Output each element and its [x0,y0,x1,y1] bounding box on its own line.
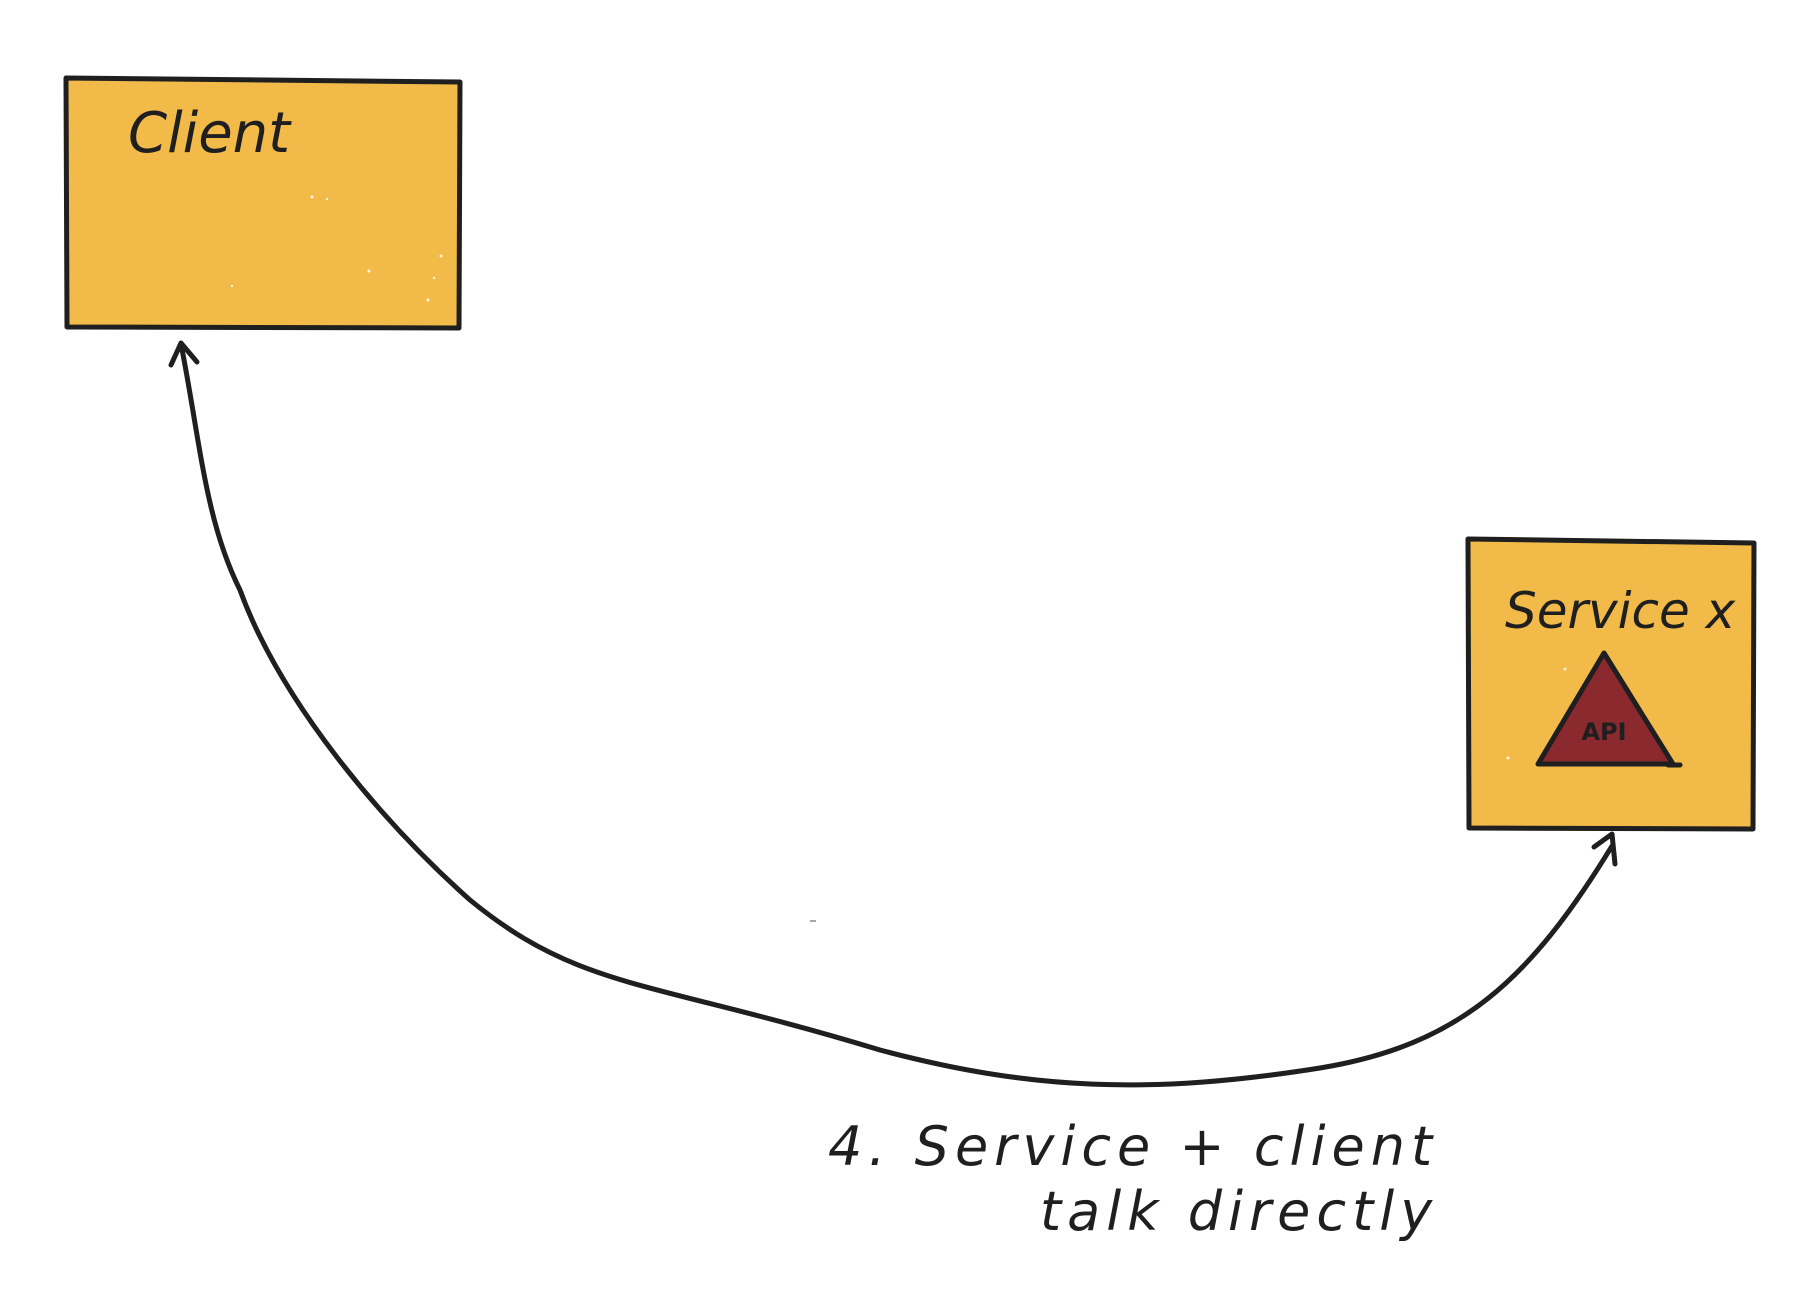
connection-curve [178,341,1615,1088]
client-label: Client [128,101,292,166]
client-node: Client [63,75,463,331]
api-label: API [1581,718,1626,746]
service-label: Service x [1505,582,1736,640]
annotation-line-1: 4. Service + client [828,1115,1438,1178]
service-node: Service x API [1465,536,1757,832]
client-box [63,75,463,331]
api-triangle [1535,650,1676,767]
connection-edge [168,340,1618,1088]
annotation-line-2: talk directly [1040,1180,1438,1243]
edge-annotation: 4. Service + client talk directly [828,1115,1438,1243]
api-component: API [1535,650,1683,768]
arrowhead-service [1591,831,1618,867]
client-speckles [230,195,443,302]
arrowhead-client [168,340,200,368]
